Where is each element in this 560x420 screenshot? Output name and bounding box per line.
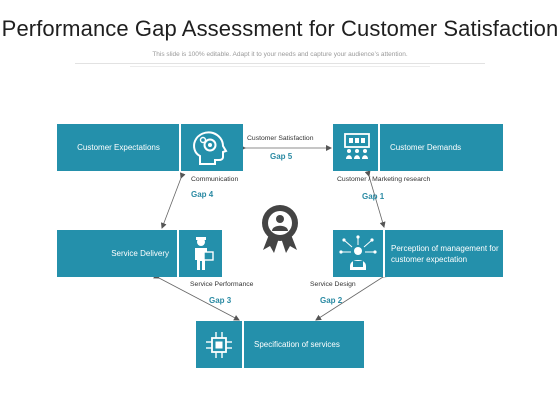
delivery-person-icon [195,237,214,270]
title-divider [75,63,485,64]
presentation-audience-icon [344,133,370,159]
manager-network-icon [339,235,377,270]
customer-demands-label: Customer Demands [390,143,462,152]
gap1-connection-label: Customer / Marketing research [337,176,431,183]
customer-expectations-label: Customer Expectations [77,143,160,152]
box-divider [177,230,179,277]
box-divider [378,124,380,171]
award-badge-icon [262,205,298,253]
gap2-arrow [315,271,389,321]
head-gears-icon [193,131,228,165]
page-subtitle: This slide is 100% editable. Adapt it to… [152,51,408,58]
gap4-arrow [160,172,186,229]
gap3-arrow [153,273,240,321]
box-divider [383,230,385,277]
specification-box: Specification of services [196,321,364,368]
processor-chip-icon [206,332,232,358]
gap4-connection-label: Communication [191,176,239,183]
gap1-label: Gap 1 [362,192,385,201]
gap5-connection-label: Customer Satisfaction [247,135,314,142]
service-delivery-box: Service Delivery [57,230,222,277]
title-divider-secondary [130,66,430,67]
gap5-label: Gap 5 [270,152,293,161]
box-divider [179,124,181,171]
gap2-connection-label: Service Design [310,281,356,288]
gap2-label: Gap 2 [320,296,343,305]
service-delivery-label: Service Delivery [111,249,169,258]
perception-label: Perception of management for customer ex… [391,243,499,264]
page-title: Performance Gap Assessment for Customer … [1,16,559,41]
gap3-label: Gap 3 [209,296,232,305]
gap4-label: Gap 4 [191,190,214,199]
gap1-arrow [364,170,386,228]
box-divider [242,321,244,368]
specification-label: Specification of services [254,340,340,349]
gap3-connection-label: Service Performance [190,281,254,288]
